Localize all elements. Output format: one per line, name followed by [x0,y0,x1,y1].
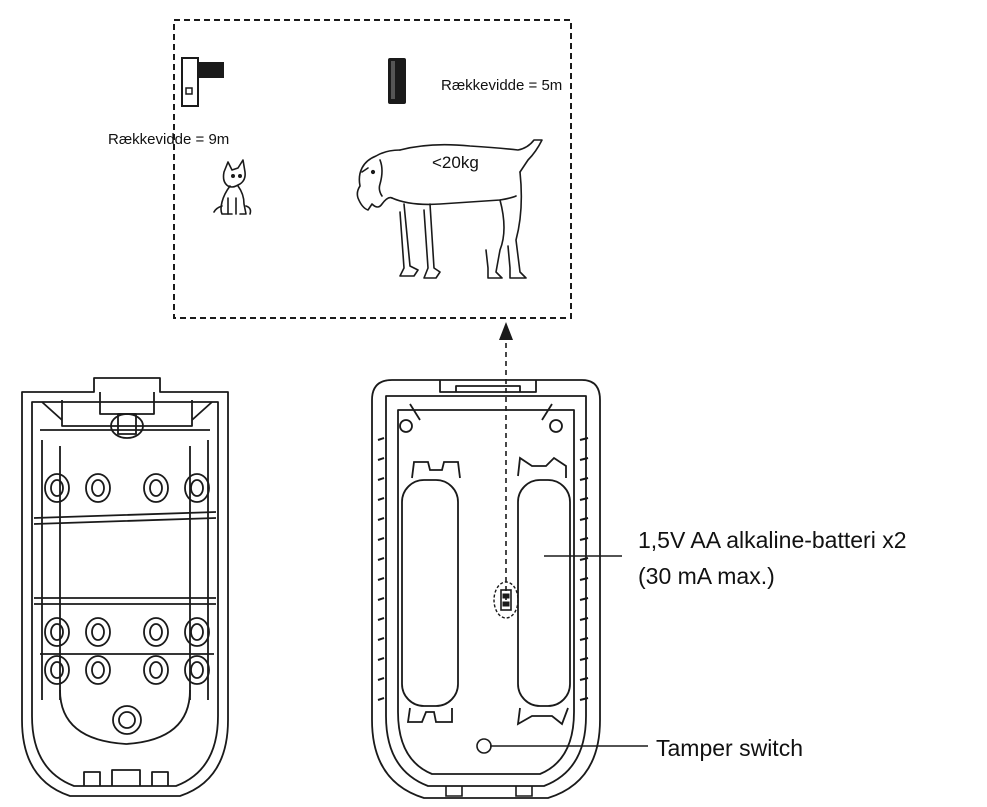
side-vent-ticks [377,437,589,701]
battery-right [516,456,571,726]
tamper-callout: Tamper switch [656,735,803,761]
small-dog-icon [213,159,252,215]
back-cover [21,377,229,797]
battery-callout-line1: 1,5V AA alkaline-batteri x2 [638,527,907,553]
large-dog-icon [356,139,543,279]
detector-icon [388,58,406,104]
battery-left [401,461,461,723]
sensor-housing [371,379,601,799]
pet-immunity-inset: Rækkevidde = 9m Rækkevidde = 5m [108,19,572,319]
inset-frame [173,19,572,319]
tamper-switch [445,738,533,797]
inset-pointer-arrow [499,322,513,600]
pir-sensor-chip [493,581,519,619]
range-label-small-pet: Rækkevidde = 9m [108,131,229,148]
range-label-large-pet: Rækkevidde = 5m [441,77,562,94]
battery-callout-line2: (30 mA max.) [638,563,775,589]
weight-label: <20kg [432,153,479,172]
wall-mount-icon [181,57,224,107]
